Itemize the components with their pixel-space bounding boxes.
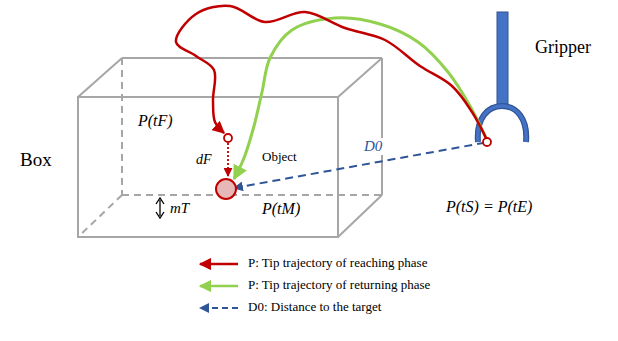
legend-text: P: Tip trajectory of returning phase xyxy=(248,278,430,292)
distance-line xyxy=(234,143,483,188)
gripper-label: Gripper xyxy=(535,38,591,58)
legend-text: P: Tip trajectory of reaching phase xyxy=(248,256,427,270)
reaching-trajectory xyxy=(176,6,487,140)
margin-label: mT xyxy=(170,200,189,217)
legend-text: D0: Distance to the target xyxy=(248,300,381,314)
box-label: Box xyxy=(20,150,52,171)
point-marker xyxy=(224,134,232,142)
returning-trajectory xyxy=(234,18,487,179)
legend-samples xyxy=(200,264,238,308)
point-label: P(tM) xyxy=(262,200,300,218)
distance-line xyxy=(227,143,229,176)
point-marker xyxy=(483,138,491,146)
distance-label: dF xyxy=(196,152,212,167)
object-label: Object xyxy=(262,150,297,164)
margin-arrow xyxy=(156,198,164,218)
point-label: P(tS) = P(tE) xyxy=(446,198,532,216)
distance-label: D0 xyxy=(362,138,384,155)
point-label: P(tF) xyxy=(138,112,173,130)
box-wireframe xyxy=(78,58,382,237)
gripper xyxy=(478,12,526,142)
object-circle xyxy=(216,179,236,199)
